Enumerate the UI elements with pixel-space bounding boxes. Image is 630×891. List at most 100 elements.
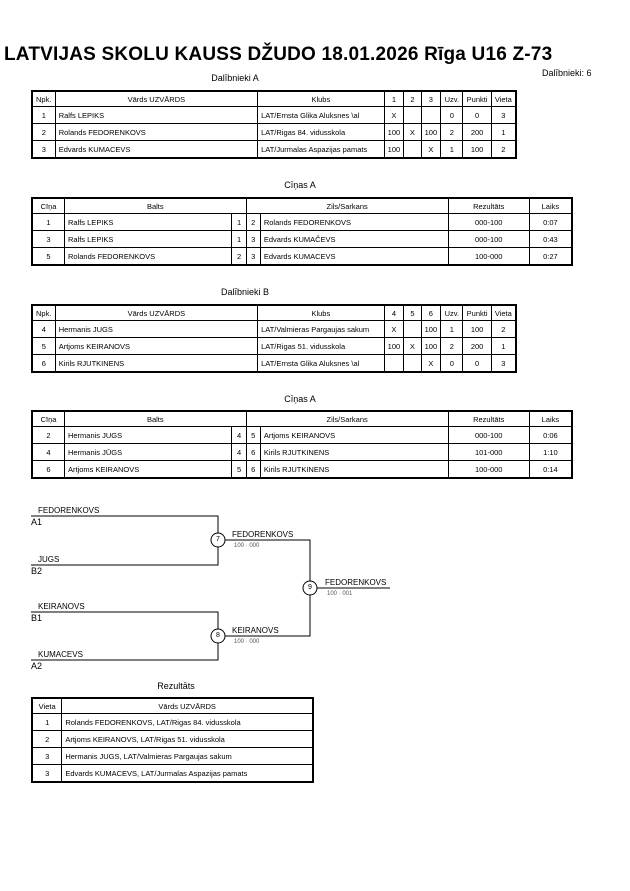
- cell: 200: [462, 337, 492, 355]
- col-name: Vārds UZVĀRDS: [61, 697, 314, 714]
- match-winner: FEDORENKOVS: [232, 530, 294, 539]
- cell: Kirils RJUTKINENS: [259, 443, 449, 461]
- match-number: 9: [308, 584, 312, 591]
- cell: LAT/Rigas 84. vidusskola: [257, 123, 385, 141]
- bracket-slot-seed: A2: [31, 661, 43, 671]
- cell: Kirils RJUTKINENS: [54, 354, 259, 373]
- cell: Hermanis JŪGS: [63, 443, 233, 461]
- match-score: 100 · 001: [327, 591, 353, 597]
- cell: 1: [490, 123, 517, 141]
- cell: Edvards KUMACEVS: [54, 140, 259, 159]
- col-points: Punkti: [462, 90, 492, 107]
- cell: 3: [490, 354, 517, 373]
- table-row: 2 Hermanis JUGS 4 5 Artjoms KEIRANOVS 00…: [31, 426, 573, 444]
- cell: 0:43: [528, 230, 573, 248]
- cell: 6: [245, 460, 261, 479]
- cell: 2: [31, 123, 56, 141]
- pool-b-table: Npk. Vārds UZVĀRDS Klubs 4 5 6 Uzv. Punk…: [31, 304, 517, 373]
- cell: 100-000: [447, 247, 530, 266]
- results-table: Vieta Vārds UZVĀRDS 1 Rolands FEDORENKOV…: [31, 697, 314, 783]
- matches-a-table: Cīņa Balts Zils/Sarkans Rezultāts Laiks …: [31, 197, 573, 266]
- matches-b-caption: Cīņas A: [284, 394, 316, 404]
- bracket-slot-name: KEIRANOVS: [38, 602, 85, 611]
- cell: 3: [245, 230, 261, 248]
- bracket-slot-seed: A1: [31, 517, 43, 527]
- cell: 100: [420, 123, 442, 141]
- cell: 0:27: [528, 247, 573, 266]
- cell: 2: [245, 213, 261, 231]
- cell: 1: [440, 320, 464, 338]
- cell: 1:10: [528, 443, 573, 461]
- cell: LAT/Jurmalas Aspazijas pamats: [257, 140, 385, 159]
- match-circle-7: [210, 532, 226, 548]
- cell: Edvards KUMACEVS: [259, 247, 449, 266]
- cell: 3: [31, 230, 65, 248]
- cell: 100: [462, 140, 492, 159]
- pool-a-table: Npk. Vārds UZVĀRDS Klubs 1 2 3 Uzv. Punk…: [31, 90, 517, 159]
- cell: 200: [462, 123, 492, 141]
- cell: 2: [440, 123, 464, 141]
- bracket-slot-seed: B1: [31, 613, 43, 623]
- cell: Hermanis JUGS, LAT/Valmieras Pargaujas s…: [61, 747, 314, 765]
- table-row: 3 Edvards KUMACEVS LAT/Jurmalas Aspazija…: [31, 140, 517, 159]
- table-row: 6 Kirils RJUTKINENS LAT/Ernsta Glika Alu…: [31, 354, 517, 373]
- match-circle-9: [302, 580, 318, 596]
- results-caption: Rezultāts: [157, 681, 195, 691]
- bracket-slot-seed: B2: [31, 566, 43, 576]
- col-5: 5: [403, 304, 422, 321]
- page-title: LATVIJAS SKOLU KAUSS DŽUDO 18.01.2026 Rī…: [4, 44, 553, 65]
- cell: LAT/Rigas 51. vidusskola: [257, 337, 385, 355]
- cell: 1: [490, 337, 517, 355]
- table-row: 5 Artjoms KEIRANOVS LAT/Rigas 51. viduss…: [31, 337, 517, 355]
- cell: Rolands FEDORENKOVS, LAT/Rigas 84. vidus…: [61, 713, 314, 731]
- matches-b-table: Cīņa Balts Zils/Sarkans Rezultāts Laiks …: [31, 410, 573, 479]
- cell: 1: [440, 140, 464, 159]
- bracket-slot-name: FEDORENKOVS: [38, 506, 100, 515]
- cell: 2: [440, 337, 464, 355]
- table-row: 3 Edvards KUMACEVS, LAT/Jurmalas Aspazij…: [31, 764, 314, 783]
- cell: Artjoms KEIRANOVS, LAT/Rigas 51. vidussk…: [61, 730, 314, 748]
- match-winner: KEIRANOVS: [232, 626, 279, 635]
- cell: 3: [31, 764, 63, 783]
- cell: 100-000: [447, 460, 530, 479]
- cell: Artjoms KEIRANOVS: [63, 460, 233, 479]
- cell: X: [403, 123, 422, 141]
- cell: 6: [245, 443, 261, 461]
- cell: [403, 140, 422, 159]
- cell: Kirils RJUTKINENS: [259, 460, 449, 479]
- match-circle-8: [210, 628, 226, 644]
- cell: 0: [462, 354, 492, 373]
- match-score: 100 · 000: [234, 543, 260, 549]
- match-winner: FEDORENKOVS: [325, 578, 387, 587]
- table-row: 5 Rolands FEDORENKOVS 2 3 Edvards KUMACE…: [31, 247, 573, 266]
- cell: 5: [31, 337, 56, 355]
- cell: 3: [245, 247, 261, 266]
- table-row: 3 Hermanis JUGS, LAT/Valmieras Pargaujas…: [31, 747, 314, 765]
- participants-count: Dalībnieki: 6: [542, 68, 592, 78]
- bracket-slot-name: JUGS: [38, 555, 60, 564]
- cell: 000-100: [447, 230, 530, 248]
- bracket-slot-name: KUMACEVS: [38, 650, 83, 659]
- table-row: 6 Artjoms KEIRANOVS 5 6 Kirils RJUTKINEN…: [31, 460, 573, 479]
- cell: LAT/Ernsta Glika Aluksnes \al: [257, 354, 385, 373]
- cell: 3: [31, 140, 56, 159]
- cell: [403, 354, 422, 373]
- cell: 2: [31, 426, 65, 444]
- cell: 6: [31, 460, 65, 479]
- cell: X: [420, 140, 442, 159]
- table-row: 2 Rolands FEDORENKOVS LAT/Rigas 84. vidu…: [31, 123, 517, 141]
- cell: 0:14: [528, 460, 573, 479]
- cell: Artjoms KEIRANOVS: [54, 337, 259, 355]
- match-score: 100 · 000: [234, 639, 260, 645]
- bracket-line-9: [218, 539, 311, 637]
- cell: 1: [31, 713, 63, 731]
- table-row: 2 Artjoms KEIRANOVS, LAT/Rigas 51. vidus…: [31, 730, 314, 748]
- cell: X: [403, 337, 422, 355]
- matches-a-caption: Cīņas A: [284, 180, 316, 190]
- cell: Edvards KUMACEVS, LAT/Jurmalas Aspazijas…: [61, 764, 314, 783]
- table-row: 4 Hermanis JŪGS 4 6 Kirils RJUTKINENS 10…: [31, 443, 573, 461]
- pool-a-caption: Dalībnieki A: [211, 73, 259, 83]
- match-number: 7: [216, 536, 220, 543]
- col-place: Vieta: [31, 697, 63, 714]
